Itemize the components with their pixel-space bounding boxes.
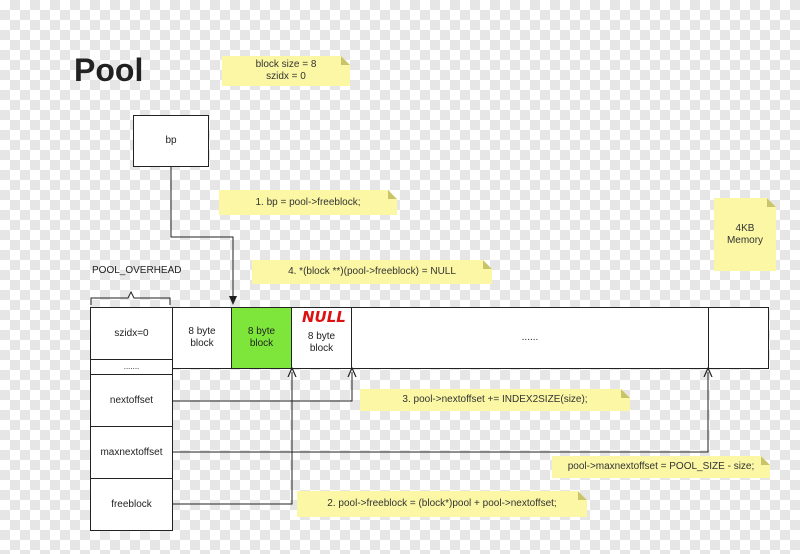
pool-overhead-label: POOL_OVERHEAD [92, 265, 182, 276]
note-memory-text: 4KB Memory [726, 222, 764, 246]
block-cell-1: 8 byte block [172, 307, 232, 369]
null-label: NULL [302, 308, 346, 326]
note-fold-icon [341, 56, 350, 65]
freeblock-arrow [173, 372, 292, 505]
free-area-dots: ...... [521, 332, 539, 343]
note-fold-icon [578, 491, 587, 500]
nextoffset-arrow [173, 372, 352, 402]
header-dots-text: ....... [123, 362, 140, 371]
note-fold-icon [483, 260, 492, 269]
maxnextoffset-arrow [173, 372, 708, 453]
note-step1: 1. bp = pool->freeblock; [219, 190, 397, 215]
end-cell [708, 307, 769, 369]
note-block-size-text: block size = 8 szidx = 0 [255, 59, 317, 82]
free-area-cell: ...... [351, 307, 709, 369]
note-step1-text: 1. bp = pool->freeblock; [255, 196, 361, 208]
bp-label: bp [165, 135, 177, 146]
bp-arrow [170, 167, 237, 305]
note-maxnextoffset: pool->maxnextoffset = POOL_SIZE - size; [552, 456, 770, 478]
nextoffset-cell: nextoffset [90, 374, 173, 427]
note-fold-icon [761, 456, 770, 465]
note-step3: 3. pool->nextoffset += INDEX2SIZE(size); [360, 389, 630, 411]
note-step2-text: 2. pool->freeblock = (block*)pool + pool… [327, 498, 557, 509]
page-title: Pool [74, 52, 144, 88]
note-fold-icon [767, 198, 776, 207]
note-block-size: block size = 8 szidx = 0 [222, 56, 350, 86]
freeblock-cell: freeblock [90, 478, 173, 531]
block-1-text: 8 byte block [188, 326, 216, 349]
note-step4-text: 4. *(block **)(pool->freeblock) = NULL [288, 266, 456, 277]
maxnextoffset-text: maxnextoffset [100, 446, 163, 458]
note-step2: 2. pool->freeblock = (block*)pool + pool… [297, 491, 587, 517]
pool-overhead-brace [90, 290, 171, 305]
bp-box: bp [133, 115, 209, 167]
block-cell-3: 8 byte block [291, 307, 352, 369]
block-2-text: 8 byte block [247, 326, 276, 349]
block-3-text: 8 byte block [307, 331, 336, 354]
freeblock-text: freeblock [111, 498, 152, 510]
block-cell-highlighted: 8 byte block [231, 307, 292, 369]
note-memory: 4KB Memory [714, 198, 776, 271]
note-fold-icon [621, 389, 630, 398]
note-fold-icon [388, 190, 397, 199]
note-maxnextoffset-text: pool->maxnextoffset = POOL_SIZE - size; [567, 461, 755, 472]
nextoffset-text: nextoffset [109, 394, 154, 406]
note-step3-text: 3. pool->nextoffset += INDEX2SIZE(size); [402, 394, 588, 405]
note-step4: 4. *(block **)(pool->freeblock) = NULL [252, 260, 492, 284]
szidx-text: szidx=0 [114, 327, 149, 339]
